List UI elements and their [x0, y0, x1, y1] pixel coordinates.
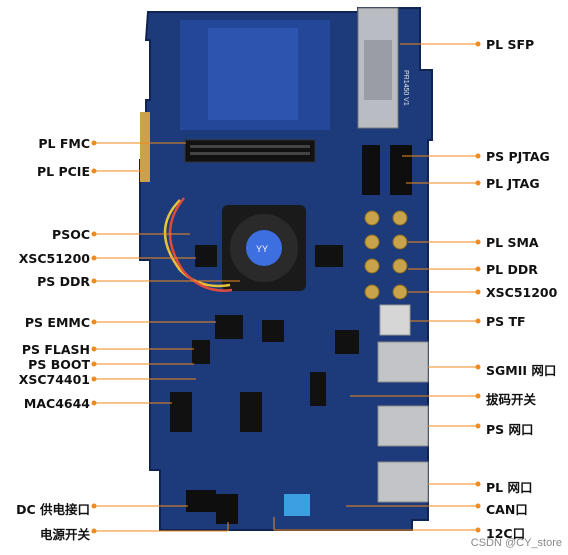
label-pl-ethernet: PL 网口	[486, 480, 533, 495]
label-power-switch: 电源开关	[39, 527, 90, 542]
ethernet-ports	[377, 341, 429, 503]
label-ps-tf: PS TF	[486, 314, 526, 329]
label-dip-switch: 拔码开关	[486, 392, 537, 407]
label-pl-jtag: PL JTAG	[486, 176, 540, 191]
label-ps-flash: PS FLASH	[21, 342, 90, 357]
label-ps-ethernet: PS 网口	[486, 422, 534, 437]
label-i2c-port: 12C口	[486, 526, 526, 541]
label-xsc51200-left: XSC51200	[18, 251, 90, 266]
label-ps-emmc: PS EMMC	[24, 315, 90, 330]
label-pl-sma: PL SMA	[486, 235, 539, 250]
label-ps-pjtag: PS PJTAG	[486, 149, 550, 164]
label-pl-sfp: PL SFP	[486, 37, 535, 52]
sma-connectors	[364, 210, 408, 300]
label-pl-pcie: PL PCIE	[36, 164, 90, 179]
label-psoc: PSOC	[52, 227, 90, 242]
can-terminal	[284, 494, 310, 516]
dc-jack	[186, 490, 216, 512]
jtag-header	[390, 145, 412, 195]
components	[170, 245, 359, 432]
pcie-gold-fingers	[140, 112, 150, 182]
label-xsc74401: XSC74401	[18, 372, 90, 387]
tf-slot	[379, 304, 411, 336]
watermark: CSDN @CY_store	[470, 537, 562, 549]
label-ps-ddr: PS DDR	[37, 274, 90, 289]
fmc-connector	[184, 139, 316, 163]
power-switch	[216, 494, 238, 524]
label-dc-power: DC 供电接口	[16, 502, 90, 517]
fan-label: YY	[256, 244, 268, 254]
label-can-port: CAN口	[486, 502, 528, 517]
board-silkscreen: PR1450 V1	[402, 70, 409, 106]
label-ps-boot: PS BOOT	[28, 357, 90, 372]
label-mac4644: MAC4644	[23, 396, 90, 411]
label-sgmii-port: SGMII 网口	[486, 363, 557, 378]
label-pl-fmc: PL FMC	[38, 136, 90, 151]
label-pl-ddr: PL DDR	[486, 262, 538, 277]
leader-lines	[91, 41, 481, 534]
pjtag-header	[362, 145, 380, 195]
label-xsc51200-right: XSC51200	[486, 285, 558, 300]
